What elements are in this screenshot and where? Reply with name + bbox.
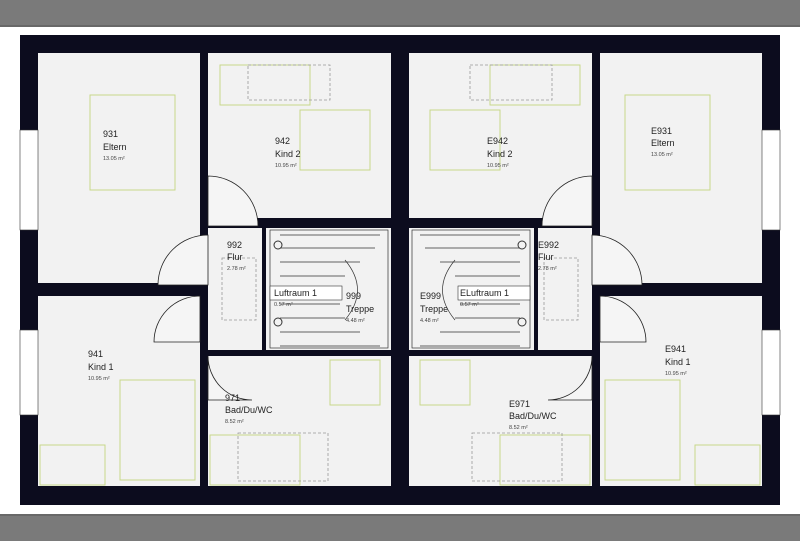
svg-text:Kind 2: Kind 2 (487, 149, 513, 159)
svg-text:10.95 m²: 10.95 m² (88, 376, 110, 382)
svg-text:Bad/Du/WC: Bad/Du/WC (509, 411, 557, 421)
svg-text:10.95 m²: 10.95 m² (275, 163, 297, 169)
void-right: ELuftraum 1 0.57 m² (460, 288, 509, 308)
svg-text:10.95 m²: 10.95 m² (487, 163, 509, 169)
room-971: 971 Bad/Du/WC 8.52 m² (225, 393, 273, 425)
svg-text:10.95 m²: 10.95 m² (665, 371, 687, 377)
svg-text:Luftraum 1: Luftraum 1 (274, 288, 317, 298)
roof-band-top (0, 0, 800, 27)
svg-text:971: 971 (225, 393, 240, 403)
svg-text:Kind 2: Kind 2 (275, 149, 301, 159)
roof-band-bottom (0, 514, 800, 541)
svg-text:931: 931 (103, 129, 118, 139)
door-swings (153, 175, 647, 401)
svg-text:Treppe: Treppe (420, 304, 448, 314)
svg-text:Kind 1: Kind 1 (88, 362, 114, 372)
svg-text:13.05 m²: 13.05 m² (103, 156, 125, 162)
svg-text:4.48 m²: 4.48 m² (346, 318, 365, 324)
void-left: Luftraum 1 0.57 m² (274, 288, 317, 308)
room-e941: E941 Kind 1 10.95 m² (665, 344, 691, 377)
svg-text:Treppe: Treppe (346, 304, 374, 314)
dashed-outlines (221, 64, 579, 482)
svg-text:0.57 m²: 0.57 m² (274, 302, 293, 308)
svg-text:2.78 m²: 2.78 m² (538, 266, 557, 272)
room-992: 992 Flur 2.78 m² (227, 240, 246, 272)
svg-text:942: 942 (275, 136, 290, 146)
svg-text:E931: E931 (651, 126, 672, 136)
svg-text:E971: E971 (509, 399, 530, 409)
room-e999: E999 Treppe 4.48 m² (420, 291, 448, 324)
svg-text:ELuftraum 1: ELuftraum 1 (460, 288, 509, 298)
svg-text:941: 941 (88, 349, 103, 359)
svg-text:Bad/Du/WC: Bad/Du/WC (225, 405, 273, 415)
svg-text:13.05 m²: 13.05 m² (651, 152, 673, 158)
windows (19, 129, 781, 416)
svg-text:4.48 m²: 4.48 m² (420, 318, 439, 324)
svg-text:Flur: Flur (538, 252, 554, 262)
room-999: 999 Treppe 4.48 m² (346, 291, 374, 324)
svg-text:8.52 m²: 8.52 m² (225, 419, 244, 425)
staircase-left (269, 229, 389, 349)
svg-text:Flur: Flur (227, 252, 243, 262)
svg-text:0.57 m²: 0.57 m² (460, 302, 479, 308)
svg-text:999: 999 (346, 291, 361, 301)
svg-text:Eltern: Eltern (651, 138, 675, 148)
room-e931: E931 Eltern 13.05 m² (651, 126, 675, 158)
room-942: 942 Kind 2 10.95 m² (275, 136, 301, 169)
room-e992: E992 Flur 2.78 m² (538, 240, 559, 272)
room-e942: E942 Kind 2 10.95 m² (487, 136, 513, 169)
svg-text:Eltern: Eltern (103, 142, 127, 152)
room-941: 941 Kind 1 10.95 m² (88, 349, 114, 382)
svg-text:2.78 m²: 2.78 m² (227, 266, 246, 272)
svg-text:E992: E992 (538, 240, 559, 250)
svg-text:E942: E942 (487, 136, 508, 146)
svg-text:992: 992 (227, 240, 242, 250)
svg-text:E941: E941 (665, 344, 686, 354)
svg-text:8.52 m²: 8.52 m² (509, 425, 528, 431)
svg-text:Kind 1: Kind 1 (665, 357, 691, 367)
svg-text:E999: E999 (420, 291, 441, 301)
staircase-right (411, 229, 531, 349)
room-931: 931 Eltern 13.05 m² (103, 129, 127, 162)
room-e971: E971 Bad/Du/WC 8.52 m² (509, 399, 557, 431)
